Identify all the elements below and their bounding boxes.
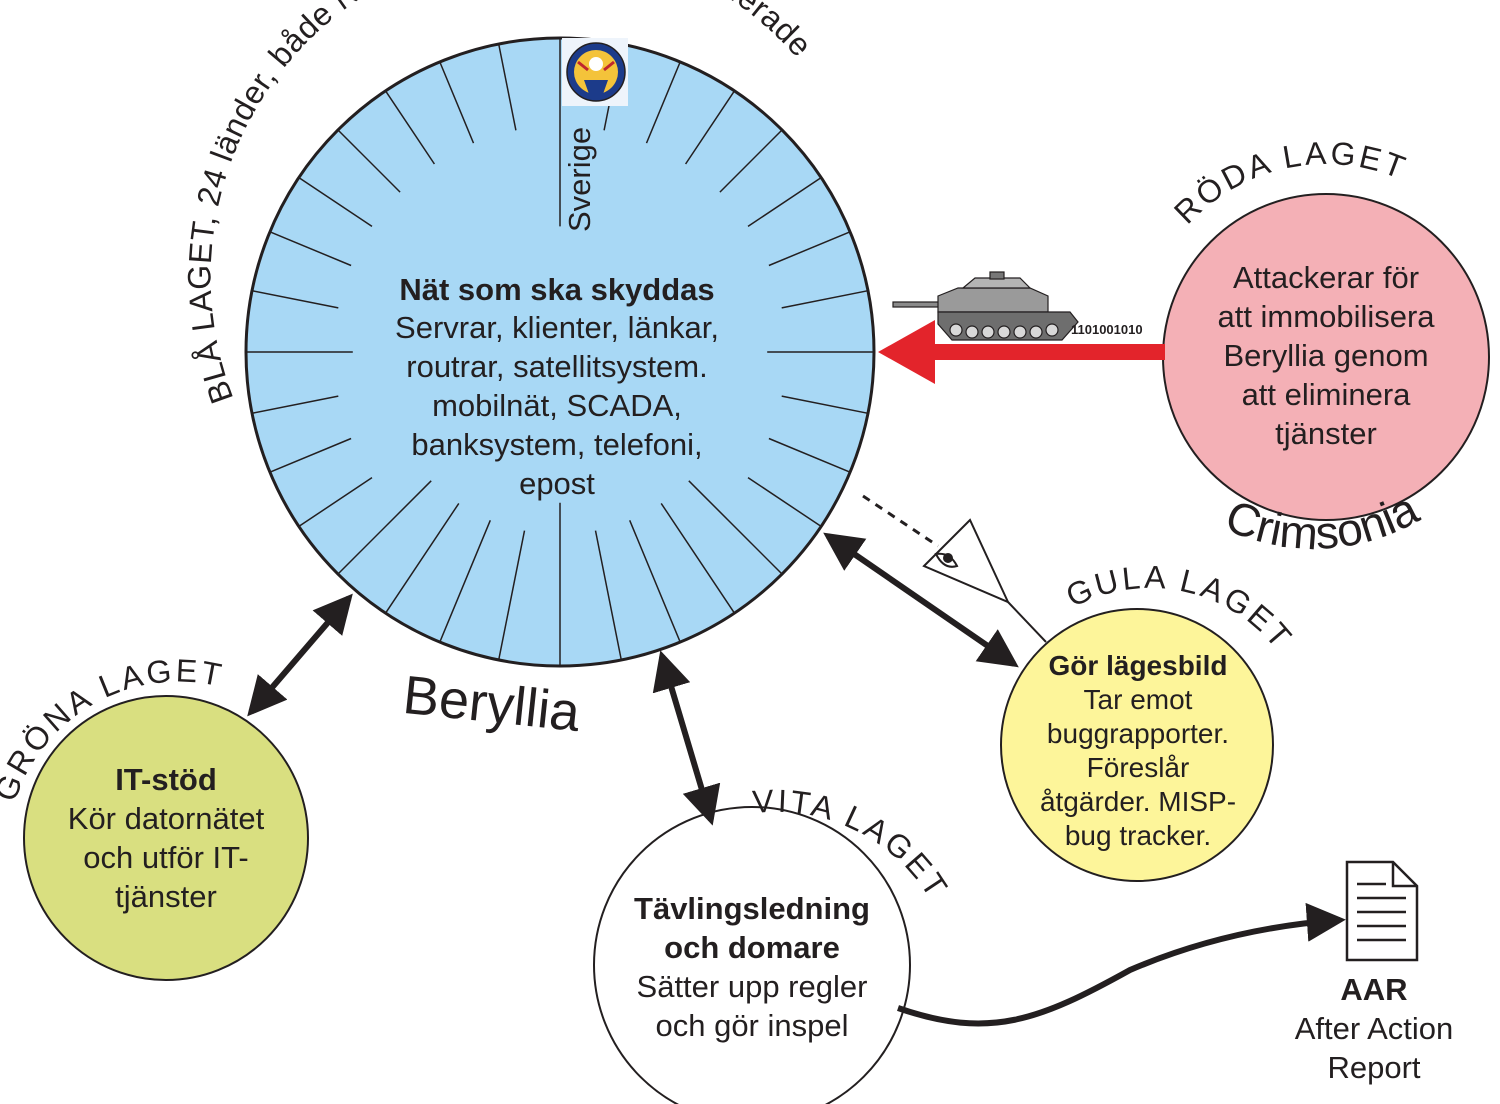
blue-circle-spoke: [251, 395, 339, 415]
yellow-body-line: buggrapporter.: [1047, 718, 1229, 749]
sweden-country-label: Sverige: [562, 127, 597, 232]
report-subtitle: After Action: [1295, 1011, 1454, 1046]
blue-circle-spoke: [768, 231, 851, 267]
yellow-team-circle: [1000, 608, 1274, 882]
red-body-line: att immobilisera: [1217, 299, 1435, 334]
green-body-line: och utför IT-: [83, 840, 248, 875]
attack-arrow: [878, 320, 1165, 384]
blue-circle-spoke: [497, 530, 526, 661]
blue-circle-spoke: [337, 129, 401, 193]
yellow-team-group: GULA LAGET Gör lägesbild Tar emot buggra…: [1000, 559, 1297, 882]
document-icon: [1345, 860, 1419, 962]
white-blue-arrow: [652, 650, 721, 826]
blue-circle-spoke: [660, 502, 736, 614]
blue-circle-spoke: [298, 476, 373, 528]
report-title: AAR: [1340, 972, 1407, 1007]
yellow-body-line: åtgärder. MISP-: [1040, 786, 1236, 817]
beryllia-label: Beryllia: [400, 665, 583, 743]
blue-team-body: Servrar, klienter, länkar, routrar, sate…: [395, 310, 719, 501]
blue-circle-spoke: [684, 90, 736, 165]
blue-circle-spoke: [269, 437, 352, 473]
blue-circle-spoke: [781, 289, 869, 309]
red-body-line: Beryllia genom: [1223, 338, 1428, 373]
white-body-line: och gör inspel: [655, 1008, 848, 1043]
green-body-line: Kör datornätet: [68, 801, 265, 836]
blue-circle-spoke: [594, 530, 623, 661]
blue-circle-spoke: [298, 176, 373, 228]
blue-circle-spoke: [439, 61, 475, 144]
blue-circle-spoke: [719, 129, 783, 193]
blue-circle-spoke: [747, 176, 822, 228]
red-body-line: tjänster: [1275, 416, 1377, 451]
blue-team-group: Sverige BLÅ LAGET, 24 länder, både Nato-…: [182, 0, 876, 743]
blue-circle-spoke: [629, 520, 681, 643]
yellow-body-line: bug tracker.: [1065, 820, 1211, 851]
yellow-body-line: Föreslår: [1087, 752, 1190, 783]
blue-circle-spoke: [384, 502, 460, 614]
tank-icon: [892, 271, 1079, 341]
green-team-heading: IT-stöd: [115, 762, 217, 797]
red-body-line: att eliminera: [1242, 377, 1412, 412]
white-team-circle: [593, 806, 911, 1104]
green-team-group: GRÖNA LAGET IT-stöd Kör datornätet och u…: [0, 652, 309, 981]
white-report-arrow: [897, 902, 1346, 1027]
yellow-body-line: Tar emot: [1084, 684, 1193, 715]
white-team-heading: Tävlingsledning: [634, 891, 870, 926]
blue-body-line: mobilnät, SCADA,: [432, 388, 682, 423]
blue-circle-spoke: [781, 395, 869, 415]
blue-circle-spoke: [497, 43, 517, 131]
yellow-blue-arrow: [823, 532, 1019, 668]
red-team-group: RÖDA LAGET Attackerar för att immobilise…: [1162, 135, 1490, 560]
eye-icon: [922, 518, 1047, 643]
blue-circle-spoke: [688, 480, 783, 575]
blue-circle-spokes: [246, 38, 874, 666]
yellow-team-heading: Gör lägesbild: [1049, 650, 1228, 681]
blue-body-line: banksystem, telefoni,: [411, 427, 702, 462]
connector-arrows: [247, 532, 1346, 1027]
blue-body-line: epost: [519, 466, 595, 501]
green-blue-arrow: [247, 593, 353, 717]
blue-body-line: routrar, satellitsystem.: [406, 349, 707, 384]
green-body-line: tjänster: [115, 879, 217, 914]
blue-circle-spoke: [269, 231, 352, 267]
binary-code-label: 1101001010: [1071, 322, 1143, 337]
flag-emblem-icon: [566, 42, 626, 102]
observation-dotted-line: [862, 494, 939, 548]
blue-circle-spoke: [384, 90, 436, 165]
green-team-circle: [23, 695, 309, 981]
blue-circle-spoke: [645, 61, 681, 144]
white-team-heading: och domare: [664, 930, 840, 965]
blue-team-heading: Nät som ska skyddas: [399, 272, 714, 307]
blue-circle-spoke: [768, 437, 851, 473]
blue-circle-spoke: [337, 480, 432, 575]
red-body-line: Attackerar för: [1233, 260, 1419, 295]
blue-circle-spoke: [439, 520, 491, 643]
blue-body-line: Servrar, klienter, länkar,: [395, 310, 719, 345]
report-subtitle: Report: [1327, 1050, 1420, 1085]
white-body-line: Sätter upp regler: [637, 969, 868, 1004]
blue-circle-spoke: [747, 476, 822, 528]
blue-circle-spoke: [251, 289, 339, 309]
white-team-group: VITA LAGET Tävlingsledning och domare Sä…: [593, 783, 953, 1104]
